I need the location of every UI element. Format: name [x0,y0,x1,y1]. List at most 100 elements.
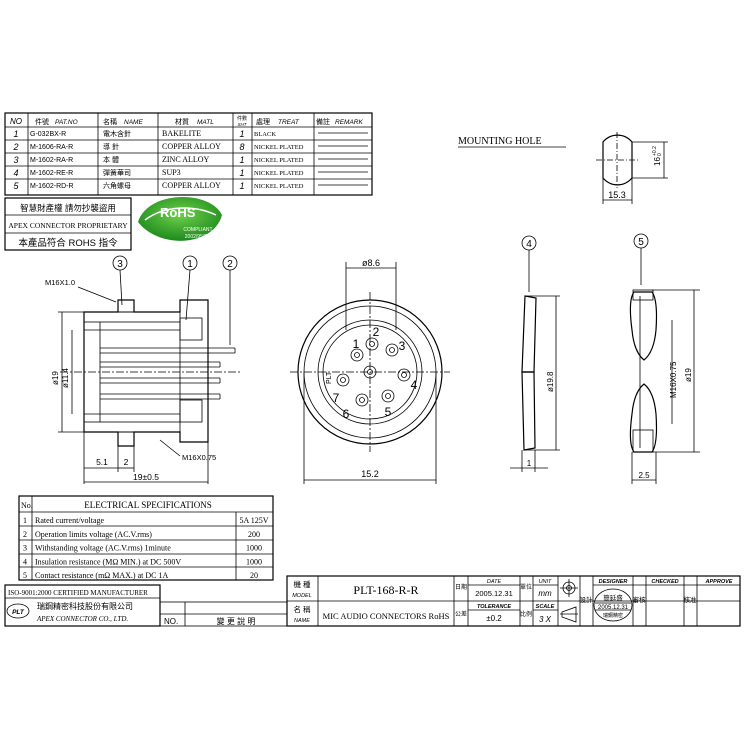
bom-table: NO 件號 PAT.NO 名稱 NAME 材質 MATL 件數 SHT 處理 T… [4,112,373,196]
rohs-logo-line1: COMPLIANT [183,227,212,233]
nut-view: 5 ø19 M16X0.75 2.5 [629,233,700,484]
elec-cell-no: 1 [23,516,27,525]
bom-cell-qty: 8 [239,142,244,152]
front-pin-inner [369,341,375,347]
tol-label: TOLERANCE [477,604,511,610]
bom-header-remark-en: REMARK [335,119,363,126]
svg-text:2005.12.31: 2005.12.31 [598,605,629,611]
bom-cell-matl: ZINC ALLOY [162,155,210,164]
bom-cell-name: 六角螺母 [103,181,131,190]
elec-header-no: No. [21,501,33,510]
bom-cell-treat: NICKEL PLATED [254,183,304,190]
svg-text:2: 2 [227,259,233,270]
ip-notice-en: APEX CONNECTOR PROPRIETARY [8,221,128,230]
svg-text:PLT: PLT [12,609,25,616]
svg-text:瑞鋼精密: 瑞鋼精密 [603,612,623,619]
scale-value: 3 X [539,615,552,624]
front-pin-inner [359,397,365,403]
tol-value: ±0.2 [486,614,502,623]
bom-cell-qty: 1 [239,129,244,139]
side-view: 3 1 2 M16X1.0 [45,255,240,484]
elec-cell-no: 4 [23,557,27,566]
front-pin-label: 3 [399,339,406,353]
bom-cell-part: M-1606-RA-R [30,144,73,151]
elec-cell-label: Rated current/voltage [35,516,105,525]
iso-cert: ISO-9001:2000 CERTIFIED MANUFACTURER [8,589,148,597]
elec-cell-label: Withstanding voltage (AC.V.rms) 1minute [35,544,171,553]
side-dia-inner: ø11.4 [61,368,70,388]
elec-header: ELECTRICAL SPECIFICATIONS [84,500,211,510]
elec-cell-value: 1000 [246,557,262,566]
elec-row: 3 Withstanding voltage (AC.V.rms) 1minute… [23,544,262,553]
approve-label: APPROVE [705,579,733,585]
bom-cell-part: G-032BX-R [30,131,66,138]
mounting-width: 15.3 [608,190,626,200]
model-value: PLT-168-R-R [353,583,418,597]
bom-header-no: NO [10,117,22,126]
unit-label-cn: 單位 [520,583,532,591]
bom-header-remark-cn: 備註 [316,117,330,126]
front-pin-inner [401,372,407,378]
bom-cell-treat: NICKEL PLATED [254,144,304,151]
side-dim-19: 19±0.5 [133,472,159,482]
model-label-cn: 機 種 [293,579,311,589]
checked-label: CHECKED [651,579,678,585]
bom-cell-matl: COPPER ALLOY [162,181,221,190]
bom-header-treat-en: TREAT [278,119,300,126]
rohs-notice-cn: 本產品符合 ROHS 指令 [18,237,118,249]
elec-cell-label: Insulation resistance (MΩ MIN.) at DC 50… [35,557,181,566]
bom-cell-matl: COPPER ALLOY [162,142,221,151]
bom-cell-name: 導 針 [103,142,119,151]
front-pin [397,368,411,382]
rohs-logo-line2: 2002/95/EC [185,234,212,240]
projection-symbol [560,579,578,623]
bom-cell-qty: 1 [239,181,244,191]
company-name-cn: 瑞鋼精密科技股份有限公司 [37,601,133,611]
check-label-cn: 審核 [633,595,647,604]
bom-cell-name: 電木含針 [103,129,131,138]
unit-label: UNIT [539,579,552,585]
nut-dia: ø19 [684,368,693,382]
nut-thickness: 2.5 [638,471,650,480]
bom-header-matl-cn: 材質 [175,117,189,126]
designer-stamp: 簡延盛 2005.12.31 瑞鋼精密 [593,588,633,622]
elec-cell-value: 1000 [246,544,262,553]
front-pin [381,389,395,403]
bom-cell-no: 4 [13,168,18,178]
mounting-height: 16 [653,157,662,166]
bom-cell-matl: SUP3 [162,168,181,177]
scale-label-cn: 比例 [520,610,532,618]
side-thread-label: M16X1.0 [45,278,75,287]
design-label-cn: 設計 [580,595,594,604]
bom-header-part-cn: 件號 [35,117,49,126]
tol-label-cn: 公差 [455,610,467,618]
mounting-hole-view: MOUNTING HOLE 15.3 16 +0.2 0 [458,132,668,204]
front-width: 15.2 [361,469,379,479]
side-dim-5-1: 5.1 [96,457,108,467]
mounting-hole-title: MOUNTING HOLE [458,136,542,147]
date-label-cn: 日期 [455,583,467,591]
front-pin-center [363,365,377,379]
title-block: ISO-9001:2000 CERTIFIED MANUFACTURER PLT… [4,575,741,627]
electrical-specs-table: No. ELECTRICAL SPECIFICATIONS 1 Rated cur… [18,495,274,581]
bom-header-qty-cn: 件數 [237,115,247,122]
front-dia: ø8.6 [362,258,380,268]
bom-header-matl-en: MATL [197,119,214,126]
rev-no-label: NO. [164,617,178,626]
front-pin-inner [389,347,395,353]
bom-cell-treat: NICKEL PLATED [254,170,304,177]
elec-cell-no: 3 [23,544,27,553]
washer-dia: ø19.8 [546,371,555,392]
name-label-en: NAME [294,618,310,624]
ip-notice-cn: 智慧財產權 請勿抄襲盜用 [20,203,116,213]
front-pin-label: 4 [411,378,418,392]
elec-cell-no: 2 [23,530,27,539]
front-pin-inner [354,352,360,358]
